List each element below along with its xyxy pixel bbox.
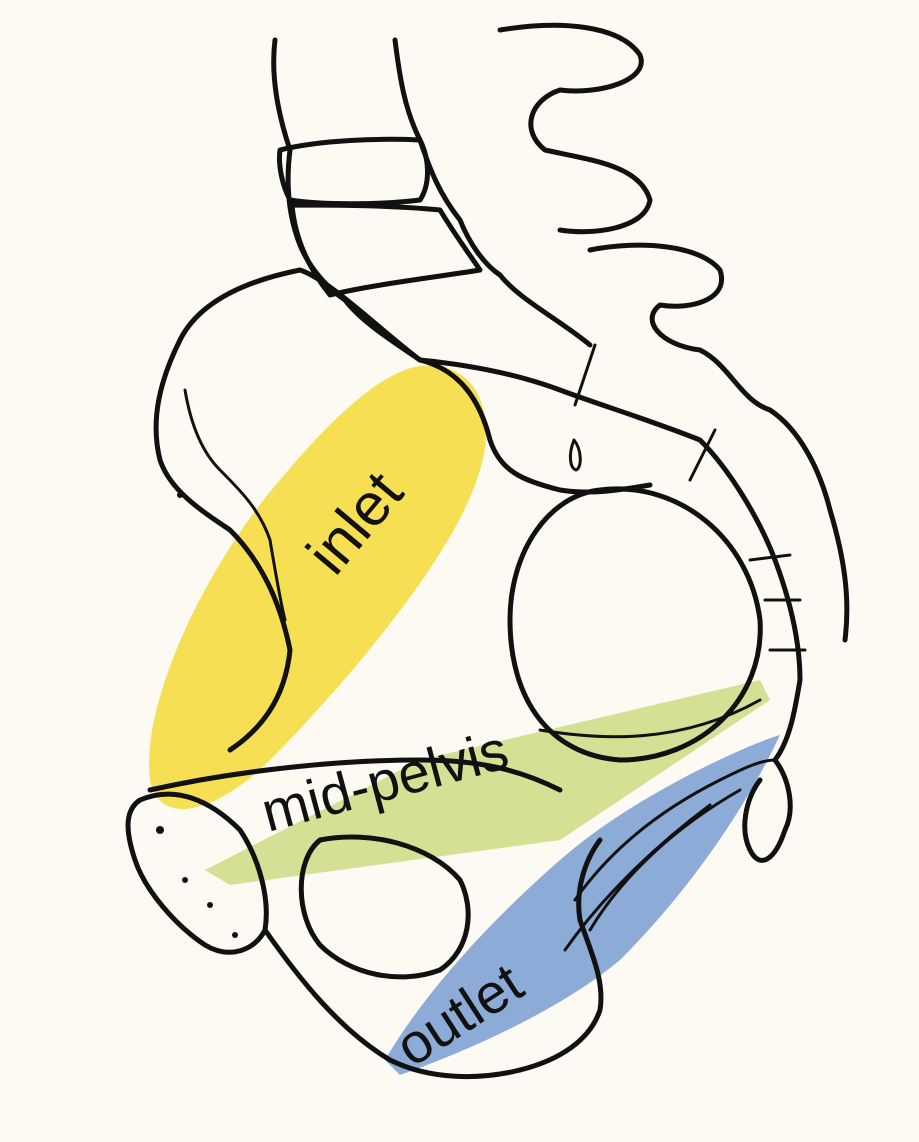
- pubic-dot-3: [207, 902, 213, 908]
- sacrum-dorsal: [770, 410, 847, 640]
- iliac-dot: [177, 492, 183, 498]
- spinous-process-2: [590, 245, 770, 410]
- pubic-dot-1: [156, 826, 164, 834]
- sacral-foramen: [570, 440, 580, 470]
- vertebra-1: [279, 139, 427, 203]
- pubic-dot-4: [232, 932, 238, 938]
- spinous-process-1: [500, 25, 650, 231]
- sacral-segment-1: [575, 345, 595, 405]
- sacral-segment-3: [750, 555, 790, 560]
- pubic-dot-2: [182, 877, 188, 883]
